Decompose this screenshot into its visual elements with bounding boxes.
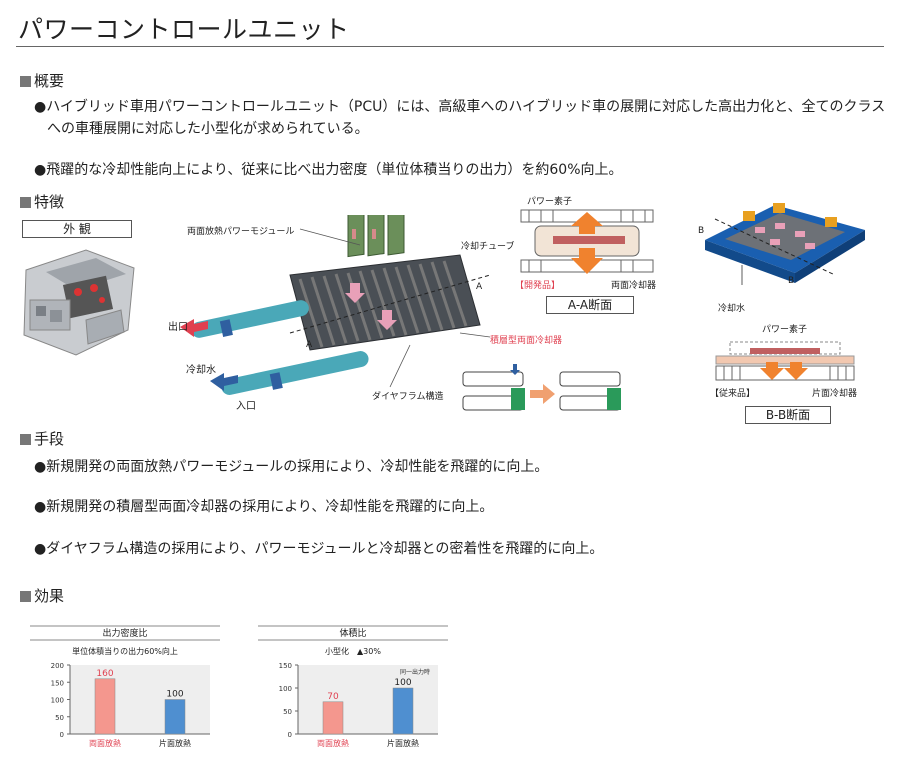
- section-mark-a-right: A: [476, 282, 483, 292]
- chart-title: 出力密度比: [102, 627, 147, 639]
- section-mark-a-left: A: [306, 340, 313, 350]
- bar: [164, 699, 186, 735]
- overview-bullet-1-line-2: への車種展開に対応した小型化が求められている。: [47, 121, 369, 137]
- conventional-module-diagram: [705, 195, 865, 335]
- chart-subtitle: 小型化 ▲30%: [325, 646, 381, 656]
- y-tick-label: 0: [60, 731, 64, 739]
- square-bullet-icon: [20, 434, 31, 445]
- category-label: 両面放熱: [317, 738, 349, 748]
- stacked-cooler-diagram: [160, 204, 590, 430]
- bar-value-label: 100: [166, 690, 183, 700]
- volume-ratio-chart: 体積比小型化 ▲30% 0 50 100 150 70 両面放熱 100 片面放熱 同一出力時: [258, 622, 453, 760]
- y-tick-label: 50: [55, 714, 64, 722]
- category-label: 片面放熱: [159, 738, 191, 748]
- coolant-label: 冷却水: [186, 365, 216, 376]
- bar-value-label: 100: [394, 678, 411, 688]
- square-bullet-icon: [20, 197, 31, 208]
- chart-note: 同一出力時: [400, 668, 430, 676]
- aa-section-label: A-A断面: [546, 296, 634, 314]
- category-label: 両面放熱: [89, 738, 121, 748]
- overview-bullet-1-line-1: ●ハイブリッド車用パワーコントロールユニット（PCU）には、高級車へのハイブリッ…: [34, 99, 886, 115]
- y-tick-label: 200: [51, 662, 64, 670]
- chart-plot-area: [70, 665, 210, 734]
- cooler-label: 積層型両面冷却器: [490, 336, 563, 346]
- power-density-chart: 出力密度比単位体積当りの出力60%向上 0 50 100 150 200 160 両面放熱 10…: [30, 622, 225, 760]
- pcu-photo: [16, 240, 140, 360]
- effects-heading: 効果: [20, 585, 64, 606]
- bar-value-label: 70: [327, 692, 339, 702]
- title-divider: [16, 46, 884, 47]
- y-tick-label: 150: [279, 662, 292, 670]
- section-mark-b-right: B: [788, 276, 795, 286]
- y-tick-label: 150: [51, 679, 64, 687]
- bb-coolant-label: 冷却水: [718, 304, 746, 314]
- chart-plot-area: [298, 665, 438, 734]
- overview-bullet-2: ●飛躍的な冷却性能向上により、従来に比べ出力密度（単位体積当りの出力）を約60%…: [34, 162, 623, 178]
- square-bullet-icon: [20, 76, 31, 87]
- inlet-label: 入口: [236, 401, 256, 412]
- bar: [322, 701, 344, 735]
- y-tick-label: 100: [51, 697, 64, 705]
- means-item-2: ●新規開発の積層型両面冷却器の採用により、冷却性能を飛躍的に向上。: [34, 499, 494, 515]
- diaphragm-detail: [455, 362, 640, 427]
- means-heading: 手段: [20, 428, 64, 449]
- aa-double-cooler-label: 両面冷却器: [611, 281, 657, 291]
- aa-section-diagram: [517, 208, 657, 280]
- diaphragm-label: ダイヤフラム構造: [372, 392, 444, 402]
- bb-conventional-label: 【従来品】: [710, 389, 756, 399]
- means-item-3: ●ダイヤフラム構造の採用により、パワーモジュールと冷却器との密着性を飛躍的に向上…: [34, 541, 604, 557]
- means-item-1: ●新規開発の両面放熱パワーモジュールの採用により、冷却性能を飛躍的に向上。: [34, 459, 549, 475]
- category-label: 片面放熱: [387, 738, 419, 748]
- bb-power-element-label: パワー素子: [762, 325, 808, 335]
- bar: [94, 678, 116, 735]
- page-title: パワーコントロールユニット: [18, 15, 350, 44]
- aa-power-element-label: パワー素子: [527, 197, 573, 207]
- features-heading: 特徴: [20, 191, 64, 212]
- chart-title: 体積比: [339, 627, 366, 639]
- square-bullet-icon: [20, 591, 31, 602]
- bb-section-diagram: [710, 338, 860, 384]
- bar-value-label: 160: [96, 669, 113, 679]
- bb-section-label: B-B断面: [745, 406, 831, 424]
- y-tick-label: 100: [279, 685, 292, 693]
- y-tick-label: 50: [283, 708, 292, 716]
- y-tick-label: 0: [288, 731, 292, 739]
- bb-single-cooler-label: 片面冷却器: [812, 389, 858, 399]
- exterior-label: 外 観: [22, 220, 132, 238]
- chart-subtitle: 単位体積当りの出力60%向上: [72, 646, 178, 656]
- aa-cooling-tube-label: 冷却チューブ: [461, 242, 515, 252]
- module-label: 両面放熱パワーモジュール: [187, 227, 295, 237]
- aa-developed-label: 【開発品】: [515, 281, 561, 291]
- section-mark-b-left: B: [698, 226, 705, 236]
- overview-heading: 概要: [20, 70, 64, 91]
- outlet-label: 出口: [168, 322, 188, 333]
- bar: [392, 687, 414, 735]
